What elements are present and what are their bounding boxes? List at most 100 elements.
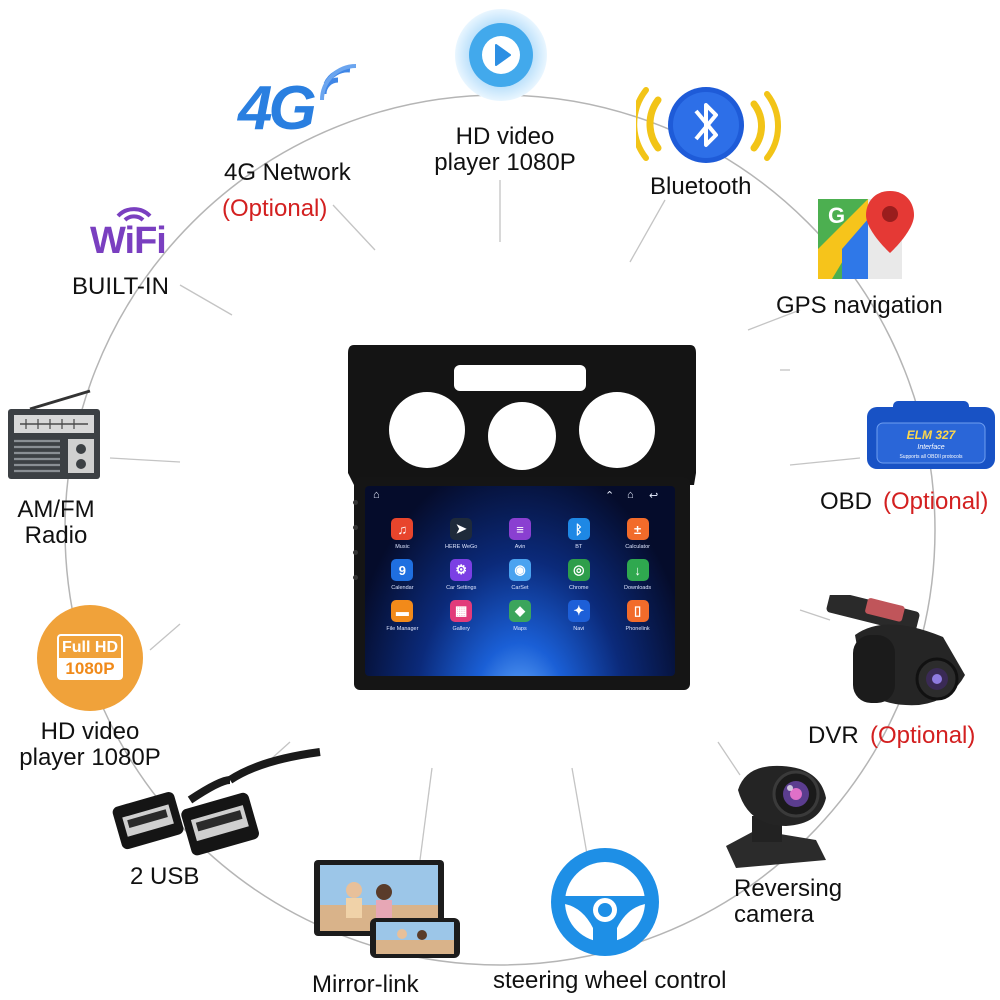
reversing-camera-icon	[726, 765, 826, 868]
amfm-feature: AM/FM Radio	[0, 385, 120, 550]
app-label: File Manager	[386, 626, 419, 632]
g4-feature: 4G 4G Network (Optional)	[210, 60, 380, 225]
app-tile[interactable]: ◆ Maps	[491, 600, 550, 632]
steering-wheel-icon	[551, 848, 659, 956]
app-tile[interactable]: ▬File Manager	[373, 600, 432, 632]
app-tile[interactable]: ±Calculator	[608, 518, 667, 550]
compass-icon: ✦	[567, 600, 590, 622]
fullhd-badge-text-2: 1080P	[57, 658, 123, 680]
reversing-label-line1: Reversing camera	[734, 876, 842, 928]
wifi-label: BUILT-IN	[72, 273, 169, 300]
app-tile[interactable]: ▦ Gallery	[432, 600, 491, 632]
app-tile[interactable]: ⚙ Car Settings	[432, 559, 491, 591]
obd-feature: ELM 327 Interface Supports all OBDII pro…	[815, 395, 1000, 525]
app-label: Gallery	[452, 626, 470, 632]
equalizer-icon: ≡	[508, 518, 531, 540]
app-tile[interactable]: ➤ HERE WeGo	[432, 518, 491, 550]
hd-video-label-top: HD video player 1080P	[434, 123, 576, 176]
dvr-camera-icon	[826, 595, 965, 706]
bluetooth-label: Bluetooth	[650, 173, 752, 200]
obd-text-1: ELM 327	[907, 428, 957, 442]
app-tile[interactable]: ◉ CarSet	[491, 559, 550, 591]
app-label: Chrome	[569, 585, 589, 591]
vent-slot	[454, 365, 586, 391]
g4-logo: 4G	[238, 74, 317, 143]
usb-feature: 2 USB	[110, 740, 330, 895]
gps-label: GPS navigation	[776, 292, 943, 319]
hd-video-label-left: HD video player 1080P	[19, 718, 161, 771]
app-label: Calculator	[625, 544, 650, 550]
knob-hole-left	[389, 392, 465, 468]
app-label: BT	[575, 544, 583, 550]
bluetooth-icon: ᛒ	[567, 518, 590, 540]
head-unit-screen[interactable]: ⌂ ⌃ ⌂ ↩ ♫Music ➤ HERE WeGo ≡ Avin ᛒ BT ±Calcula…	[365, 486, 675, 676]
obd-text-3: Supports all OBDII protocols	[899, 454, 963, 460]
knob-hole-right	[579, 392, 655, 468]
play-icon	[455, 9, 547, 101]
g4-optional-label: (Optional)	[222, 195, 328, 222]
fullhd-badge-text-1: Full HD	[57, 634, 123, 658]
app-label: Avin	[514, 544, 526, 550]
connector-lines	[109, 180, 861, 861]
app-label: Calendar	[391, 585, 414, 591]
reversing-label: Reversing camera	[734, 875, 843, 928]
side-button[interactable]	[353, 550, 358, 555]
app-tile[interactable]: ᛒ BT	[549, 518, 608, 550]
app-label: Downloads	[623, 585, 652, 591]
phone-link-icon: ▯	[626, 600, 649, 622]
knob-hole-center	[488, 402, 556, 470]
app-label: HERE WeGo	[445, 544, 478, 550]
app-tile[interactable]: ✦Navi	[549, 600, 608, 632]
wifi-feature: WiFi BUILT-IN	[70, 200, 200, 305]
usb-label: 2 USB	[130, 863, 200, 890]
side-buttons	[351, 500, 359, 600]
gps-feature: G GPS navigation	[770, 185, 970, 325]
car-icon: ◉	[508, 559, 531, 581]
app-label: Maps	[513, 626, 527, 632]
side-button[interactable]	[353, 525, 358, 530]
radio-icon	[8, 389, 100, 479]
back-icon[interactable]: ⌂	[373, 489, 380, 501]
dvr-optional-label: (Optional)	[870, 722, 976, 749]
reversing-feature: Reversing camera	[680, 758, 880, 933]
usb-cable-icon	[112, 748, 321, 856]
calendar-icon: 9	[391, 559, 414, 581]
fullhd-badge: Full HD 1080P	[37, 605, 143, 711]
gallery-icon: ▦	[450, 600, 473, 622]
signal-waves-icon	[320, 64, 357, 101]
steering-label: steering wheel control	[493, 967, 727, 994]
obd-optional-label: (Optional)	[883, 488, 989, 515]
app-tile[interactable]: ↓ Downloads	[608, 559, 667, 591]
side-button[interactable]	[353, 500, 358, 505]
music-icon: ♫	[391, 518, 414, 540]
hd-video-feature-left: Full HD 1080P HD video player 1080P	[10, 605, 180, 771]
gear-icon: ⚙	[450, 559, 473, 581]
bluetooth-feature: Bluetooth	[630, 80, 790, 205]
app-tile[interactable]: ≡ Avin	[491, 518, 550, 550]
obd-label: OBD	[820, 488, 873, 515]
app-tile[interactable]: ▯Phonelink	[608, 600, 667, 632]
amfm-label: AM/FM Radio	[17, 496, 95, 549]
navigation-arrow-icon: ➤	[450, 518, 473, 540]
bluetooth-icon	[636, 87, 782, 163]
chrome-icon: ◎	[567, 559, 590, 581]
app-tile[interactable]: ♫Music	[373, 518, 432, 550]
screen-status-bar: ⌂ ⌃ ⌂ ↩	[365, 486, 675, 504]
steering-feature: steering wheel control	[485, 840, 755, 1000]
map-icon: ◆	[508, 600, 531, 622]
app-label: Car Settings	[446, 585, 477, 591]
download-icon: ↓	[626, 559, 649, 581]
side-button[interactable]	[353, 575, 358, 580]
chevron-up-icon[interactable]: ⌃	[605, 490, 615, 502]
home-icon[interactable]: ⌂	[627, 489, 634, 501]
return-icon[interactable]: ↩	[649, 490, 659, 502]
svg-text:G: G	[828, 203, 845, 228]
wifi-signal-icon	[116, 207, 152, 222]
map-pin-icon: G	[818, 191, 914, 279]
dvr-label: DVR	[808, 722, 859, 749]
hd-video-feature-top: HD video player 1080P	[430, 8, 580, 183]
app-label: CarSet	[511, 585, 529, 591]
app-tile[interactable]: ◎ Chrome	[549, 559, 608, 591]
